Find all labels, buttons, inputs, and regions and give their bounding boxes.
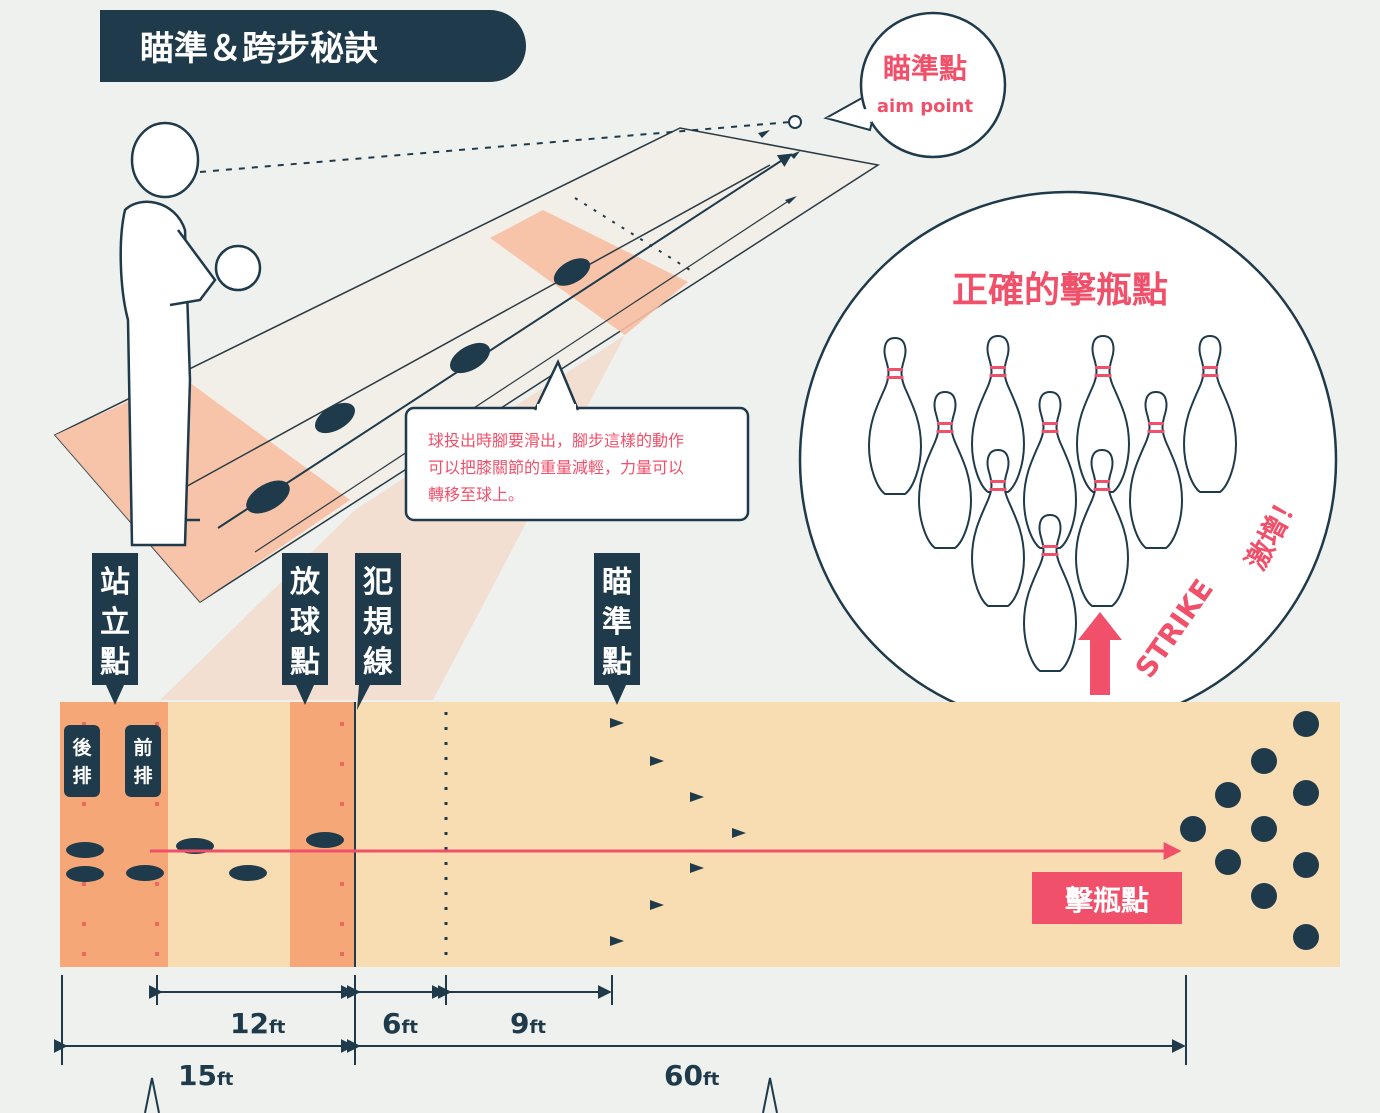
row-tag-front: 前 排 <box>125 725 161 797</box>
footprint-icon <box>66 842 104 858</box>
marker-stand-c2: 立 <box>100 605 130 640</box>
aim-point-bubble: 瞄準點 aim point <box>823 11 1007 159</box>
row-front-c1: 前 <box>133 736 152 759</box>
lane-line <box>254 199 791 553</box>
pocket-label-box: 擊瓶點 <box>1032 872 1182 924</box>
pins-bubble: 正確的擊瓶點 STRIKE 激增！ <box>798 190 1338 747</box>
marker-aim: 瞄 準 點 <box>594 553 640 705</box>
release-zone <box>490 210 688 335</box>
aim-dot <box>788 115 802 129</box>
marker-foul-c1: 犯 <box>362 565 393 600</box>
aim-label-en: aim point <box>877 96 974 117</box>
marker-stand-c1: 站 <box>100 565 130 600</box>
row-back-c1: 後 <box>72 736 92 759</box>
lane-surface <box>60 702 1340 967</box>
stance-zone <box>55 377 350 602</box>
bowler-figure-icon <box>119 121 262 547</box>
row-front-c2: 排 <box>133 764 152 787</box>
strike-arrow-icon <box>1078 612 1122 695</box>
lane-line <box>179 164 771 491</box>
dim-12: 12ft <box>230 1007 286 1040</box>
pins-title: 正確的擊瓶點 <box>952 270 1168 311</box>
dim-6: 6ft <box>382 1007 418 1040</box>
tip-line-3: 轉移至球上。 <box>428 485 524 504</box>
dim-15: 15ft <box>178 1059 234 1092</box>
marker-release: 放 球 點 <box>282 553 328 705</box>
marker-foul-c2: 規 <box>363 605 393 640</box>
page-title: 瞄準＆跨步秘訣 <box>140 29 378 69</box>
dim-9: 9ft <box>510 1007 546 1040</box>
footprint-icon <box>66 866 104 882</box>
title-banner: 瞄準＆跨步秘訣 <box>100 10 526 82</box>
footprint-icon <box>126 865 164 881</box>
tip-line-1: 球投出時腳要滑出，腳步這樣的動作 <box>428 431 684 450</box>
throw-line <box>217 153 793 529</box>
pin-spots <box>1180 711 1319 950</box>
dimensions <box>53 975 1187 1113</box>
footprint-icon <box>306 832 344 848</box>
footprint-icon <box>450 342 490 374</box>
row-back-c2: 排 <box>72 764 91 787</box>
marker-stand: 站 立 點 <box>92 553 138 705</box>
footprint-icon <box>229 865 267 881</box>
pocket-label: 擊瓶點 <box>1065 884 1149 917</box>
footprint-icon <box>553 258 591 286</box>
marker-aim-c2: 準 <box>602 605 632 640</box>
lane-plan: 擊瓶點 <box>60 702 1340 967</box>
marker-release-c1: 放 <box>289 565 321 600</box>
marker-foul: 犯 規 線 <box>355 553 401 710</box>
aim-label-zh: 瞄準點 <box>883 52 967 85</box>
marker-aim-c3: 點 <box>602 645 632 680</box>
lane-arrows <box>610 718 746 946</box>
row-tag-back: 後 排 <box>64 725 100 797</box>
marker-release-c2: 球 <box>290 605 321 640</box>
dim-60: 60ft <box>664 1059 720 1092</box>
footprint-icon <box>246 480 290 514</box>
marker-foul-c3: 線 <box>363 645 393 680</box>
footprint-icon <box>315 402 355 434</box>
tip-callout: 球投出時腳要滑出，腳步這樣的動作 可以把膝關節的重量減輕，力量可以 轉移至球上。 <box>404 358 750 522</box>
marker-aim-c1: 瞄 <box>602 565 632 600</box>
marker-stand-c3: 點 <box>100 645 130 680</box>
marker-release-c3: 點 <box>290 645 320 680</box>
dimension-labels: 12ft 6ft 9ft 15ft 60ft <box>178 1007 720 1092</box>
arrow-dots <box>574 197 691 271</box>
tip-line-2: 可以把膝關節的重量減輕，力量可以 <box>428 458 684 477</box>
